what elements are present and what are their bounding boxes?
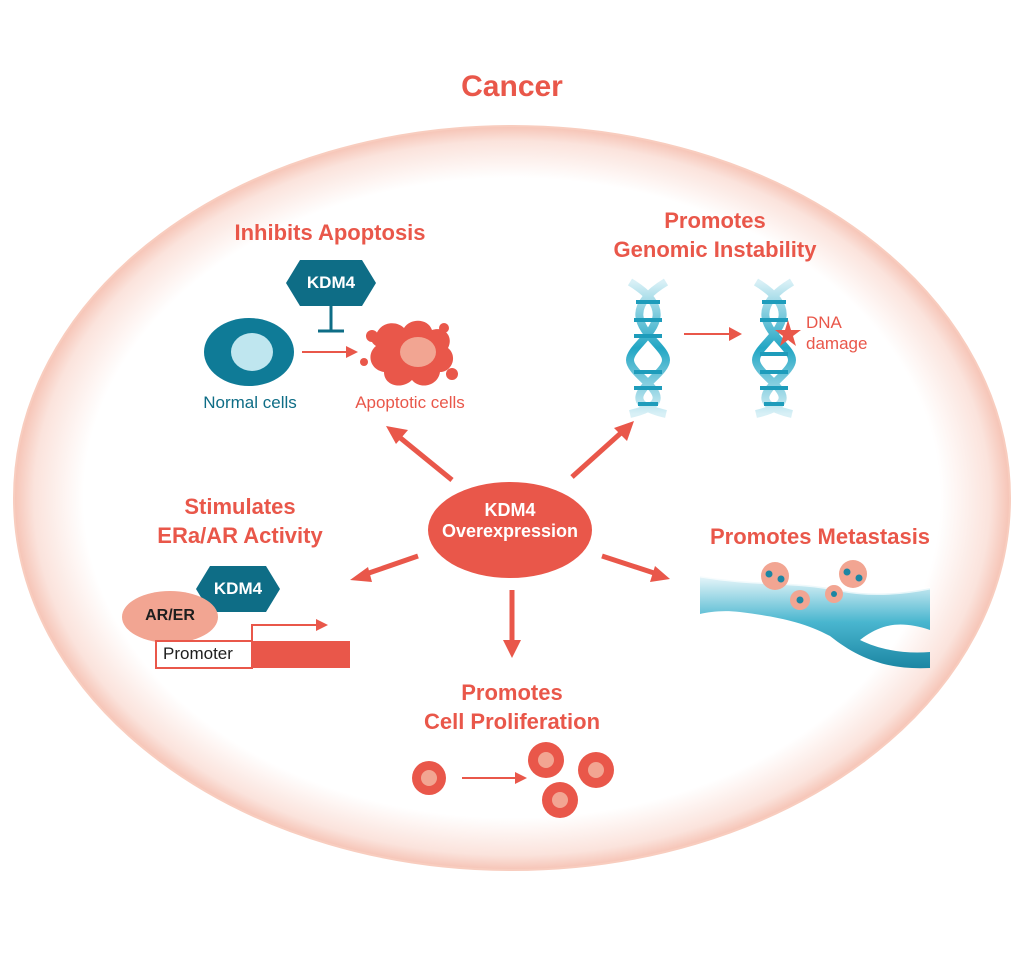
proliferation-heading: Promotes Cell Proliferation	[380, 678, 644, 736]
dna-helix-normal	[625, 278, 671, 418]
apoptotic-cells-label: Apoptotic cells	[355, 393, 465, 412]
kdm4-overexpression-node	[428, 482, 592, 578]
proliferating-cells	[412, 742, 614, 818]
er-ar-heading: Stimulates ERa/AR Activity	[110, 492, 370, 550]
genomic-heading: Promotes Genomic Instability	[580, 206, 850, 264]
arrow-to-metastasis	[601, 553, 655, 576]
arrow-head-proliferation	[503, 640, 521, 658]
genomic-heading-line1: Promotes	[664, 208, 766, 233]
promoter-box	[155, 640, 253, 669]
center-node-label: KDM4 Overexpression	[428, 500, 592, 542]
transcription-arrow-head	[316, 619, 328, 631]
arrow-head-genomic	[614, 421, 634, 441]
arrow-head-er-ar	[350, 567, 372, 582]
apoptotic-fragment	[446, 368, 458, 380]
promoter-label: Promoter	[163, 644, 233, 663]
arrow-to-er-ar	[365, 553, 419, 577]
dna-damage-line2: damage	[806, 334, 868, 353]
dna-damage-line1: DNA	[806, 313, 842, 332]
tumor-cells	[761, 560, 867, 610]
arrow-head-proliferation-small	[515, 772, 527, 784]
dna-damage-star-icon	[775, 320, 801, 346]
apoptotic-fragment	[439, 323, 449, 333]
diagram-title: Cancer	[461, 70, 563, 103]
gene-box	[252, 641, 350, 668]
dna-helix-damaged	[751, 278, 797, 418]
arrow-to-genomic	[570, 430, 624, 479]
metastasis-heading: Promotes Metastasis	[709, 524, 931, 549]
normal-cells-label: Normal cells	[203, 393, 297, 412]
kdm4-hexagon-apoptosis	[286, 260, 376, 306]
apoptotic-cell-nucleus	[400, 337, 436, 367]
arrow-head-apoptosis	[386, 426, 408, 444]
normal-cell-nucleus	[231, 333, 273, 371]
proliferation-heading-line1: Promotes	[461, 680, 563, 705]
er-ar-heading-line1: Stimulates	[184, 494, 296, 519]
arrow-to-apoptosis	[396, 434, 454, 482]
genomic-heading-line2: Genomic Instability	[613, 237, 817, 262]
arrow-head-dna	[729, 327, 742, 341]
apoptotic-fragment	[366, 330, 378, 342]
kdm4-label-er-ar: KDM4	[213, 579, 263, 598]
er-ar-heading-line2: ERa/AR Activity	[157, 523, 323, 548]
transcription-arrow	[251, 624, 318, 641]
proliferation-heading-line2: Cell Proliferation	[423, 709, 601, 734]
ar-er-label: AR/ER	[145, 607, 195, 624]
apoptosis-heading: Inhibits Apoptosis	[234, 220, 426, 245]
radiating-arrows	[350, 421, 670, 658]
center-label-line2: Overexpression	[441, 521, 579, 541]
kdm4-label-apoptosis: KDM4	[306, 273, 356, 292]
dna-damage-label: DNA damage	[806, 312, 867, 354]
arrow-head-metastasis	[650, 566, 670, 582]
ar-er-receptor	[122, 591, 218, 643]
arrow-head-normal-to-apoptotic	[346, 346, 358, 358]
apoptotic-fragment	[360, 358, 368, 366]
kdm4-hexagon-er-ar	[196, 566, 280, 612]
center-label-line1: KDM4	[484, 500, 536, 520]
